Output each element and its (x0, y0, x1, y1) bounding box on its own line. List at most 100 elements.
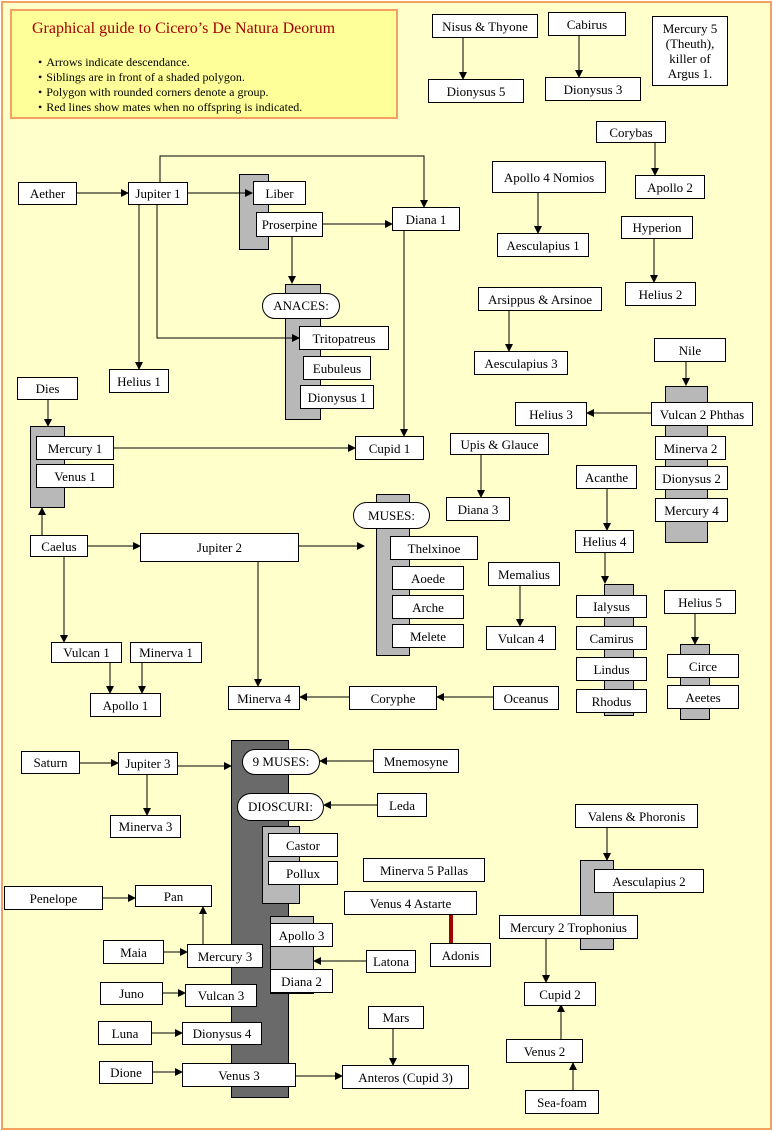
node-rhodus: Rhodus (576, 689, 647, 713)
node-diana2: Diana 2 (270, 969, 333, 993)
group-muses: MUSES: (353, 502, 430, 529)
node-mercury4: Mercury 4 (655, 498, 728, 522)
node-dione: Dione (99, 1061, 153, 1084)
node-apollo1: Apollo 1 (90, 693, 161, 717)
node-arsippus: Arsippus & Arsinoe (478, 287, 602, 311)
node-mnemosyne: Mnemosyne (373, 749, 459, 773)
edge-jupiter1-diana1 (159, 155, 428, 208)
node-oceanus: Oceanus (493, 686, 559, 710)
legend-item: Siblings are in front of a shaded polygo… (38, 70, 302, 85)
node-juno: Juno (100, 982, 163, 1005)
node-corybas: Corybas (596, 121, 666, 143)
node-aeetes: Aeetes (667, 685, 739, 709)
node-seafoam: Sea-foam (525, 1090, 599, 1114)
node-aesculapius2: Aesculapius 2 (594, 869, 704, 893)
node-mercury5: Mercury 5 (Theuth), killer of Argus 1. (652, 16, 728, 86)
node-liber: Liber (253, 181, 306, 205)
node-dionysus2: Dionysus 2 (655, 466, 728, 490)
node-dies: Dies (17, 377, 78, 400)
node-pollux: Pollux (268, 861, 338, 885)
node-caelus: Caelus (30, 535, 88, 557)
node-adonis: Adonis (430, 943, 491, 967)
node-ialysus: Ialysus (576, 595, 647, 618)
node-castor: Castor (268, 833, 338, 857)
legend-box: Graphical guide to Cicero’s De Natura De… (10, 9, 398, 119)
node-diana3: Diana 3 (446, 497, 510, 521)
node-coryphe: Coryphe (349, 686, 437, 710)
node-vulcan3: Vulcan 3 (185, 984, 257, 1007)
node-aether: Aether (18, 182, 77, 205)
node-hyperion: Hyperion (621, 216, 693, 239)
node-mars: Mars (368, 1006, 424, 1029)
node-mercury2: Mercury 2 Trophonius (499, 915, 638, 939)
node-aesculapius1: Aesculapius 1 (497, 233, 589, 257)
node-latona: Latona (366, 950, 416, 973)
node-helius4: Helius 4 (575, 530, 634, 553)
node-saturn: Saturn (21, 751, 80, 774)
node-venus1: Venus 1 (36, 464, 114, 488)
node-acanthe: Acanthe (576, 465, 637, 489)
node-apollo4: Apollo 4 Nomios (492, 161, 606, 193)
node-cupid1: Cupid 1 (355, 436, 424, 460)
node-minerva4: Minerva 4 (228, 686, 300, 710)
group-anaces: ANACES: (262, 293, 340, 319)
node-jupiter1: Jupiter 1 (128, 182, 188, 205)
node-minerva1: Minerva 1 (130, 642, 202, 663)
node-apollo2: Apollo 2 (635, 175, 705, 199)
node-memalius: Memalius (488, 562, 560, 586)
legend-list: Arrows indicate descendance. Siblings ar… (38, 55, 302, 115)
node-helius1: Helius 1 (109, 369, 169, 393)
legend-item: Red lines show mates when no offspring i… (38, 100, 302, 115)
node-camirus: Camirus (576, 626, 647, 650)
node-thelxinoe: Thelxinoe (390, 536, 478, 560)
node-melete: Melete (392, 624, 464, 648)
group-dioscuri: DIOSCURI: (237, 793, 324, 821)
node-helius2: Helius 2 (625, 282, 696, 306)
node-luna: Luna (98, 1021, 152, 1045)
node-valens: Valens & Phoronis (575, 804, 698, 828)
node-helius5: Helius 5 (664, 590, 736, 614)
node-nile: Nile (654, 338, 726, 362)
node-jupiter2: Jupiter 2 (140, 533, 299, 562)
node-apollo3: Apollo 3 (270, 923, 333, 947)
node-dionysus1: Dionysus 1 (300, 385, 374, 409)
node-cabirus: Cabirus (548, 12, 626, 36)
node-dionysus3: Dionysus 3 (545, 77, 641, 101)
node-venus3: Venus 3 (182, 1063, 296, 1087)
node-minerva2: Minerva 2 (655, 436, 726, 460)
diagram-title: Graphical guide to Cicero’s De Natura De… (32, 20, 336, 37)
node-lindus: Lindus (576, 657, 647, 681)
edge-jupiter1-tritopatreus (156, 204, 300, 342)
node-proserpine: Proserpine (256, 212, 323, 237)
node-penelope: Penelope (4, 886, 103, 910)
node-venus2: Venus 2 (506, 1039, 583, 1063)
node-nisus-thyone: Nisus & Thyone (432, 14, 538, 38)
node-vulcan1: Vulcan 1 (51, 642, 122, 663)
node-mercury1: Mercury 1 (36, 436, 114, 460)
node-leda: Leda (377, 793, 427, 817)
node-jupiter3: Jupiter 3 (118, 752, 178, 775)
legend-item: Arrows indicate descendance. (38, 55, 302, 70)
node-arche: Arche (392, 595, 464, 619)
node-helius3: Helius 3 (515, 402, 587, 426)
node-circe: Circe (667, 654, 739, 678)
node-vulcan4: Vulcan 4 (486, 626, 556, 650)
node-anteros: Anteros (Cupid 3) (342, 1065, 469, 1089)
node-vulcan2: Vulcan 2 Phthas (651, 402, 753, 426)
node-minerva5: Minerva 5 Pallas (363, 858, 485, 882)
node-tritopatreus: Tritopatreus (299, 326, 389, 350)
node-cupid2: Cupid 2 (524, 982, 596, 1006)
node-diana1: Diana 1 (392, 207, 460, 231)
node-venus4: Venus 4 Astarte (344, 891, 477, 915)
node-aesculapius3: Aesculapius 3 (474, 351, 568, 375)
node-maia: Maia (103, 940, 164, 964)
node-upis-glauce: Upis & Glauce (450, 433, 549, 455)
group-nine-muses: 9 MUSES: (242, 749, 320, 775)
node-mercury3: Mercury 3 (187, 944, 263, 968)
node-minerva3: Minerva 3 (110, 815, 181, 838)
node-pan: Pan (135, 885, 212, 907)
node-aoede: Aoede (392, 566, 464, 590)
legend-item: Polygon with rounded corners denote a gr… (38, 85, 302, 100)
